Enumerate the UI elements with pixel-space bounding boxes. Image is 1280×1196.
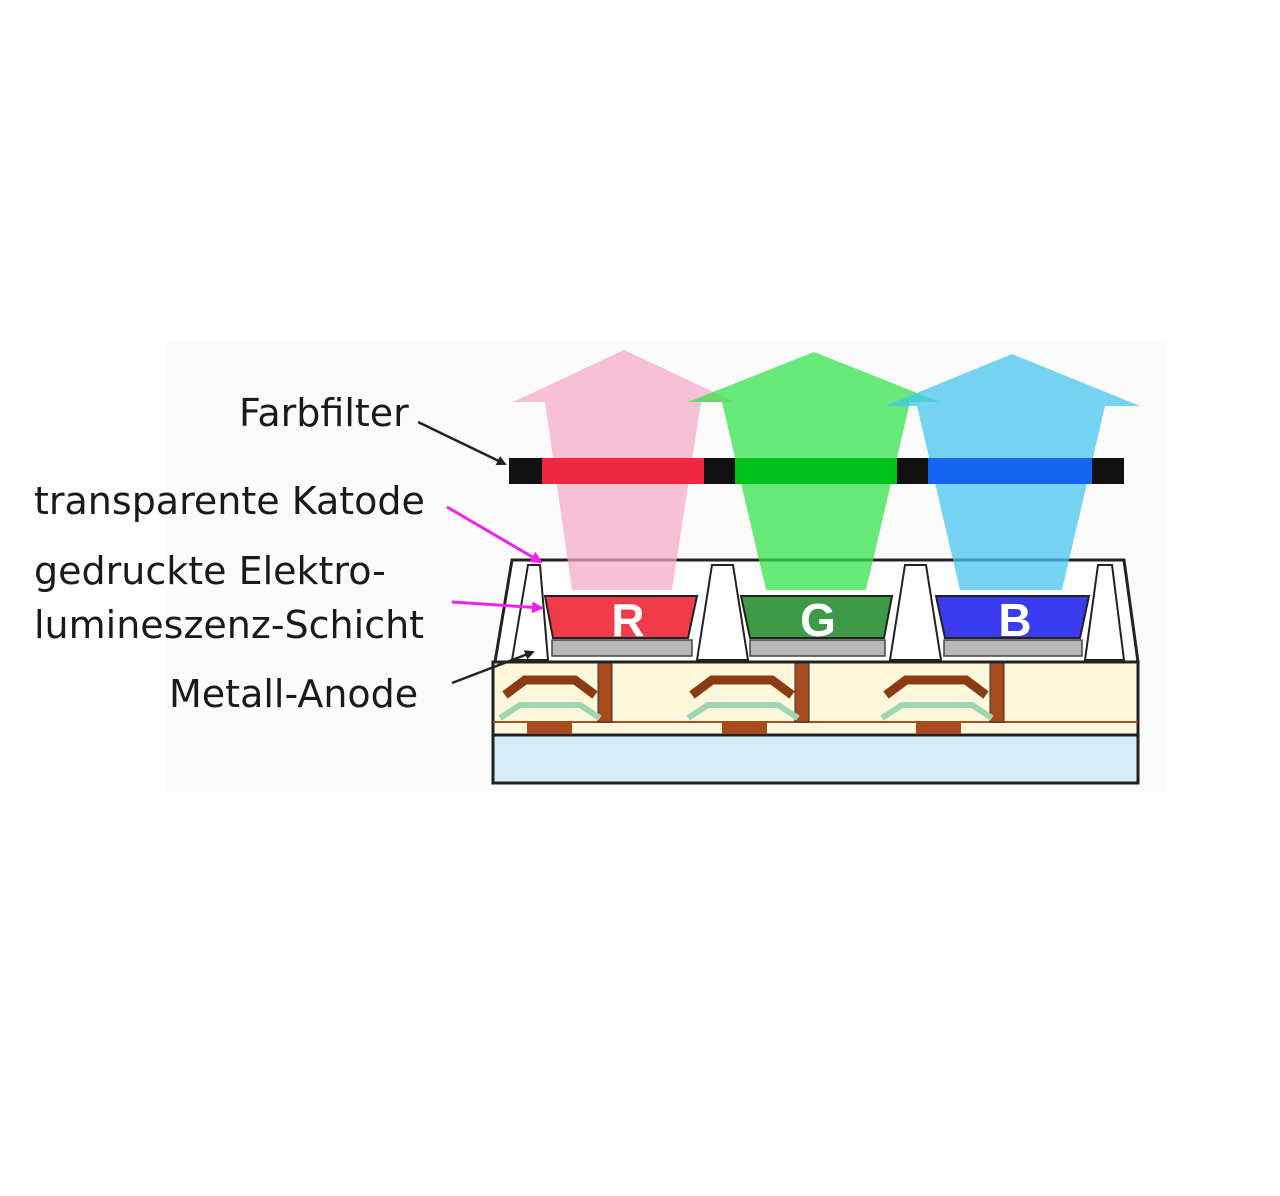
- label-metal-anode: Metall-Anode: [169, 672, 418, 716]
- bank-left: [510, 564, 550, 661]
- tft-transistor-2: [686, 661, 810, 734]
- arrow-farbfilter: [417, 420, 507, 466]
- color-filter-red: [542, 458, 704, 484]
- label-el-layer-line1: gedruckte Elektro-: [34, 549, 386, 593]
- subpixel-label-r: R: [611, 594, 644, 646]
- bank-1: [695, 564, 750, 661]
- tft-transistor-3: [880, 661, 1005, 734]
- arrow-el-layer: [451, 600, 544, 614]
- subpixel-label-g: G: [800, 594, 836, 646]
- label-transparent-cathode: transparente Katode: [34, 479, 425, 523]
- label-farbfilter: Farbfilter: [239, 391, 409, 435]
- arrow-katode: [446, 505, 543, 564]
- subpixel-blue: [934, 595, 1091, 639]
- arrow-anode: [451, 650, 535, 685]
- metal-anode-3: [943, 639, 1083, 657]
- glass-substrate: [491, 733, 1140, 785]
- tft-transistor-1: [498, 661, 613, 734]
- color-filter-blue: [928, 458, 1092, 484]
- subpixel-red: [543, 595, 699, 639]
- bank-2: [888, 564, 943, 661]
- label-el-layer-line2: lumineszenz-Schicht: [34, 603, 424, 647]
- metal-anode-2: [749, 639, 886, 657]
- subpixel-green: [739, 595, 894, 639]
- subpixel-label-b: B: [998, 594, 1031, 646]
- bank-right: [1083, 564, 1126, 661]
- tft-layer: [491, 660, 1140, 737]
- color-filter-green: [735, 458, 897, 484]
- metal-anode-1: [551, 639, 693, 657]
